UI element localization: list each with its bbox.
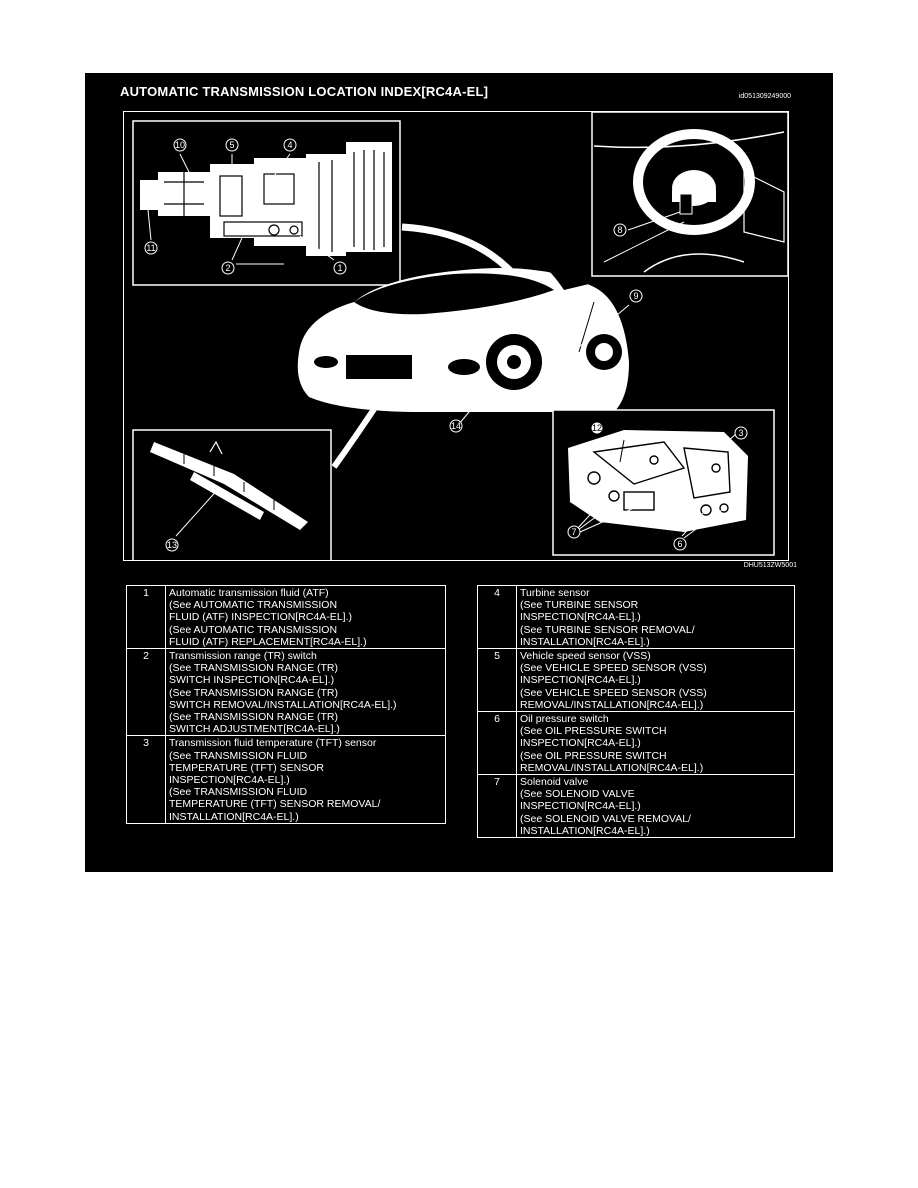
valve-body-inset (552, 409, 775, 556)
location-illustration: 10 5 4 11 2 (132, 112, 788, 560)
table-row: 1 Automatic transmission fluid (ATF) (Se… (126, 584, 446, 650)
callout-2: 2 (221, 261, 235, 275)
table-row: 3 Transmission fluid temperature (TFT) s… (126, 735, 446, 824)
item-number: 7 (477, 774, 517, 839)
location-figure: 10 5 4 11 2 (123, 111, 789, 561)
svg-text:7: 7 (571, 527, 576, 537)
svg-text:4: 4 (287, 140, 292, 150)
svg-text:10: 10 (175, 140, 185, 150)
callout-5: 5 (225, 138, 239, 152)
item-description: Oil pressure switch (See OIL PRESSURE SW… (516, 711, 795, 776)
item-description: Transmission fluid temperature (TFT) sen… (165, 735, 446, 824)
svg-text:12: 12 (592, 423, 602, 433)
component-table-right: 4 Turbine sensor (See TURBINE SENSOR INS… (477, 584, 795, 839)
tft-sensor-inset (132, 429, 332, 560)
item-description: Vehicle speed sensor (VSS) (See VEHICLE … (516, 648, 795, 713)
page-title: AUTOMATIC TRANSMISSION LOCATION INDEX[RC… (120, 84, 489, 99)
svg-text:11: 11 (146, 243, 155, 253)
callout-10: 10 (173, 138, 187, 152)
item-number: 4 (477, 584, 517, 650)
callout-9: 9 (629, 289, 643, 303)
callout-3: 3 (734, 426, 748, 440)
document-page: AUTOMATIC TRANSMISSION LOCATION INDEX[RC… (85, 73, 833, 872)
item-description: Solenoid valve (See SOLENOID VALVE INSPE… (516, 774, 795, 839)
table-row: 2 Transmission range (TR) switch (See TR… (126, 648, 446, 737)
callout-14: 14 (449, 419, 463, 433)
item-description: Automatic transmission fluid (ATF) (See … (165, 584, 446, 650)
item-number: 1 (126, 584, 166, 650)
svg-text:6: 6 (677, 539, 682, 549)
item-number: 3 (126, 735, 166, 824)
callout-4: 4 (283, 138, 297, 152)
document-id: id051309249000 (738, 93, 791, 100)
steering-wheel-inset (591, 112, 788, 277)
callout-11: 11 (144, 241, 158, 255)
svg-text:8: 8 (617, 225, 622, 235)
table-row: 7 Solenoid valve (See SOLENOID VALVE INS… (477, 774, 795, 839)
table-row: 5 Vehicle speed sensor (VSS) (See VEHICL… (477, 648, 795, 713)
callout-6: 6 (673, 537, 687, 551)
item-description: Turbine sensor (See TURBINE SENSOR INSPE… (516, 584, 795, 650)
transmission-inset (132, 120, 401, 286)
item-number: 2 (126, 648, 166, 737)
svg-text:13: 13 (167, 540, 177, 550)
car-illustration (297, 262, 630, 425)
svg-text:2: 2 (225, 263, 230, 273)
item-description: Transmission range (TR) switch (See TRAN… (165, 648, 446, 737)
svg-text:9: 9 (633, 291, 638, 301)
callout-8: 8 (613, 223, 627, 237)
table-row: 6 Oil pressure switch (See OIL PRESSURE … (477, 711, 795, 776)
figure-code: DHU513ZW5001 (743, 562, 797, 569)
svg-text:5: 5 (229, 140, 234, 150)
callout-13: 13 (165, 538, 179, 552)
table-row: 4 Turbine sensor (See TURBINE SENSOR INS… (477, 584, 795, 650)
item-number: 6 (477, 711, 517, 776)
component-table-left: 1 Automatic transmission fluid (ATF) (Se… (126, 584, 446, 824)
item-number: 5 (477, 648, 517, 713)
callout-7: 7 (567, 525, 581, 539)
callout-12: 12 (590, 421, 604, 435)
svg-text:3: 3 (738, 428, 743, 438)
svg-text:14: 14 (451, 421, 461, 431)
svg-text:1: 1 (337, 263, 342, 273)
callout-1: 1 (333, 261, 347, 275)
